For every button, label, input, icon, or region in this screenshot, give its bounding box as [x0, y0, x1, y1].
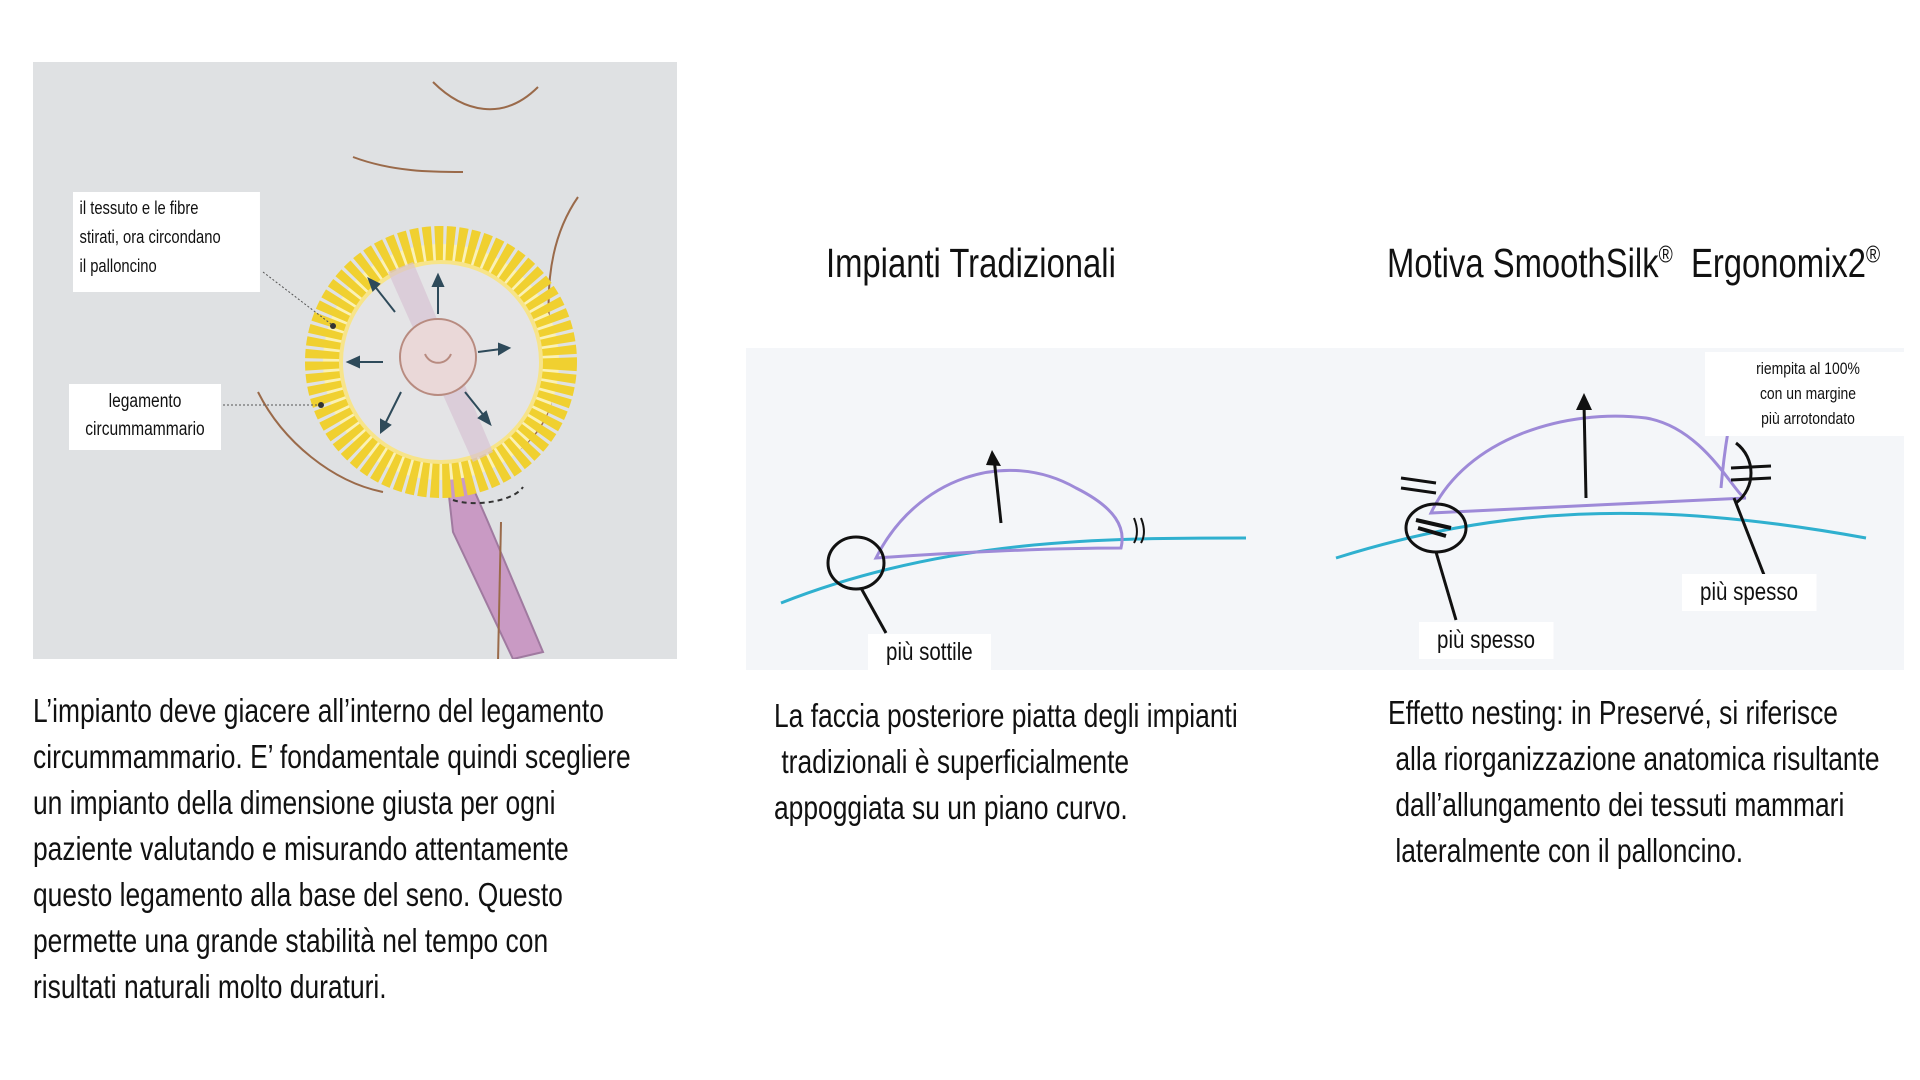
caption-line: tradizionali è superficialmente: [774, 743, 1130, 780]
traditional-heading: Impianti Tradizionali: [826, 240, 1116, 286]
motiva-heading-second: Ergonomix2: [1691, 240, 1867, 286]
ligament-dashed-line: [452, 486, 524, 505]
balloon-illustration: il tessuto e le fibre stirati, ora circo…: [33, 62, 677, 659]
valve: [399, 318, 477, 396]
chest-wall-line: [1335, 511, 1867, 560]
contour-line: [497, 521, 502, 659]
note-line: riempita al 100%: [1756, 359, 1860, 378]
registered-mark: ®: [1866, 241, 1881, 269]
caption-line: un impianto della dimensione giusta per …: [33, 784, 556, 821]
ligament-label-line: circummammario: [85, 419, 205, 440]
caption-line: Effetto nesting: in Preservé, si riferis…: [1388, 694, 1838, 731]
pointer-line: [1434, 551, 1458, 621]
caption-line: dall’allungamento dei tessuti mammari: [1388, 786, 1845, 823]
chest-wall-line: [780, 536, 1247, 605]
motiva-heading: Motiva SmoothSilk® Ergonomix2®: [1387, 240, 1880, 287]
tissue-label: il tessuto e le fibre stirati, ora circo…: [73, 192, 260, 292]
pointer-line: [1732, 497, 1768, 581]
middle-caption: La faccia posteriore piatta degli impian…: [774, 693, 1238, 831]
caption-line: circummammario. E’ fondamentale quindi s…: [33, 738, 631, 775]
motiva-heading-main: Motiva SmoothSilk: [1387, 240, 1659, 286]
caption-line: paziente valutando e misurando attentame…: [33, 830, 569, 867]
tissue-label-line: stirati, ora circondano: [79, 227, 221, 247]
traditional-implant-outline: [873, 468, 1124, 560]
thin-tag: più sottile: [868, 634, 991, 671]
contour-line: [352, 156, 464, 173]
caption-line: lateralmente con il palloncino.: [1388, 832, 1744, 869]
caption-line: appoggiata su un piano curvo.: [774, 789, 1128, 826]
caption-line: questo legamento alla base del seno. Que…: [33, 876, 563, 913]
caption-line: alla riorganizzazione anatomica risultan…: [1388, 740, 1880, 777]
tissue-label-line: il tessuto e le fibre: [79, 198, 199, 218]
note-line: più arrotondato: [1761, 409, 1855, 428]
left-caption: L’impianto deve giacere all’interno del …: [33, 688, 631, 1010]
edge-circle: [826, 535, 886, 591]
ligament-label-line: legamento: [108, 391, 182, 412]
thick-tag-left: più spesso: [1419, 622, 1554, 659]
right-caption: Effetto nesting: in Preservé, si riferis…: [1388, 690, 1880, 874]
leader-line: [262, 271, 332, 325]
fill-note: riempita al 100% con un margine più arro…: [1705, 352, 1911, 436]
projection-arrow: [992, 457, 1003, 524]
caption-line: risultati naturali molto duraturi.: [33, 968, 387, 1005]
motiva-implant-outline: [1428, 414, 1747, 515]
balloon-diagram-svg: [223, 81, 579, 659]
projection-arrow: [1582, 402, 1588, 499]
expansion-arrows: [345, 272, 512, 435]
registered-mark: ®: [1658, 241, 1673, 269]
ligament-label: legamento circummammario: [69, 384, 221, 450]
caption-line: La faccia posteriore piatta degli impian…: [774, 697, 1238, 734]
tissue-label-line: il palloncino: [79, 256, 157, 276]
sketch-svg: [780, 357, 1867, 634]
caption-line: L’impianto deve giacere all’interno del …: [33, 692, 604, 729]
caption-line: permette una grande stabilità nel tempo …: [33, 922, 549, 959]
thick-tag-right: più spesso: [1682, 574, 1817, 611]
contour-line: [432, 81, 539, 111]
contour-line: [257, 391, 384, 493]
note-line: con un margine: [1759, 384, 1857, 403]
pointer-line: [859, 587, 888, 634]
